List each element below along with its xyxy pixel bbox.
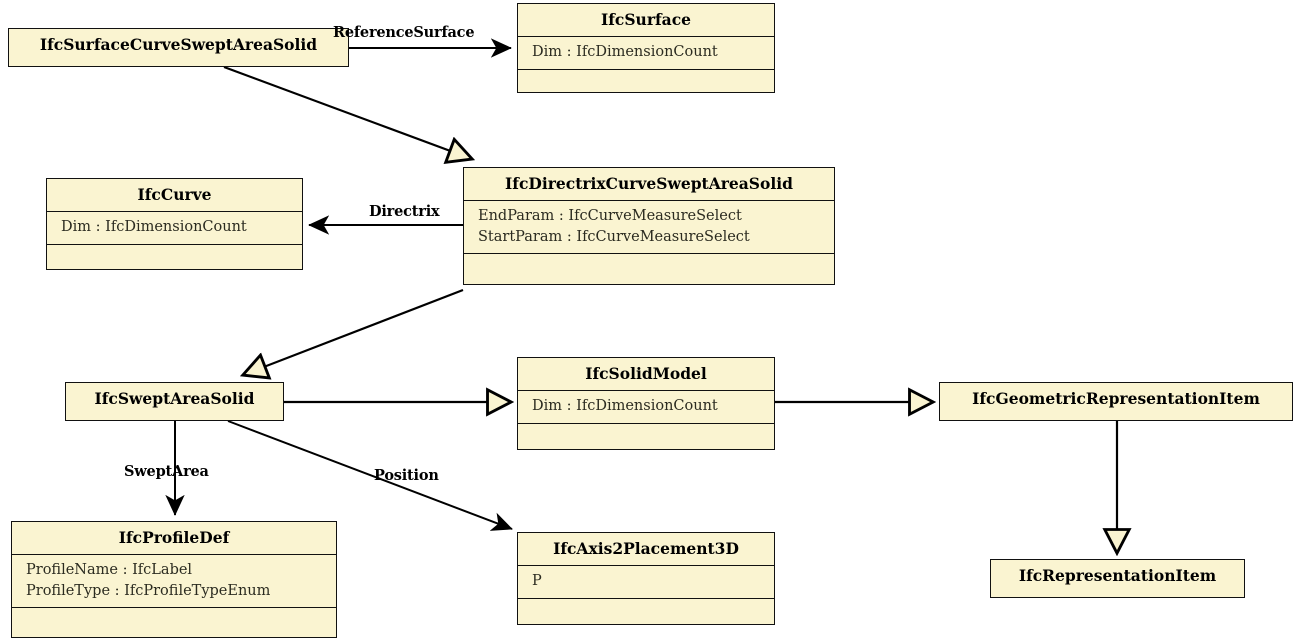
class-attributes-compartment: Dim : IfcDimensionCount: [518, 390, 774, 423]
class-name-label: IfcGeometricRepresentationItem: [972, 389, 1260, 408]
class-operations-compartment: [518, 422, 774, 443]
class-operations-compartment: [464, 253, 834, 274]
class-attributes-compartment: P: [518, 565, 774, 598]
class-title-compartment: IfcSurface: [518, 4, 774, 37]
class-name-label: IfcProfileDef: [118, 528, 230, 547]
class-title-compartment: IfcGeometricRepresentationItem: [940, 383, 1292, 416]
class-title-compartment: IfcSurfaceCurveSweptAreaSolid: [9, 29, 348, 62]
class-name-label: IfcSurfaceCurveSweptAreaSolid: [39, 35, 318, 54]
class-ifc-surface-curve-swept-area-solid[interactable]: IfcSurfaceCurveSweptAreaSolid: [8, 28, 349, 67]
edge-directrix-generalization: [243, 288, 464, 375]
class-attribute: Dim : IfcDimensionCount: [61, 219, 247, 236]
class-operations-compartment: [518, 597, 774, 618]
class-name-label: IfcCurve: [137, 185, 212, 204]
class-attribute: P: [532, 573, 542, 590]
class-name-label: IfcRepresentationItem: [1018, 566, 1217, 585]
class-attributes-compartment: Dim : IfcDimensionCount: [518, 36, 774, 69]
class-operations-compartment: [12, 607, 336, 628]
class-ifc-solid-model[interactable]: IfcSolidModel Dim : IfcDimensionCount: [517, 357, 775, 450]
class-ifc-curve[interactable]: IfcCurve Dim : IfcDimensionCount: [46, 178, 303, 270]
class-name-label: IfcSurface: [601, 10, 691, 29]
class-name-label: IfcAxis2Placement3D: [553, 539, 739, 558]
class-title-compartment: IfcCurve: [47, 179, 302, 212]
edge-label-directrix: Directrix: [369, 203, 440, 220]
class-title-compartment: IfcDirectrixCurveSweptAreaSolid: [464, 168, 834, 201]
class-attribute: ProfileName : IfcLabel: [26, 562, 193, 579]
edge-label-swept-area: SweptArea: [124, 463, 209, 480]
class-name-label: IfcSweptAreaSolid: [94, 389, 255, 408]
class-operations-compartment: [47, 243, 302, 264]
class-attribute: Dim : IfcDimensionCount: [532, 44, 718, 61]
class-attribute: Dim : IfcDimensionCount: [532, 398, 718, 415]
class-name-label: IfcSolidModel: [585, 364, 707, 383]
class-operations-compartment: [518, 68, 774, 89]
class-attribute: StartParam : IfcCurveMeasureSelect: [478, 228, 750, 245]
class-attribute: ProfileType : IfcProfileTypeEnum: [26, 582, 271, 599]
class-ifc-surface[interactable]: IfcSurface Dim : IfcDimensionCount: [517, 3, 775, 93]
edge-label-position: Position: [374, 467, 439, 484]
class-title-compartment: IfcProfileDef: [12, 522, 336, 555]
class-title-compartment: IfcSweptAreaSolid: [66, 383, 283, 416]
class-name-label: IfcDirectrixCurveSweptAreaSolid: [505, 174, 793, 193]
class-attributes-compartment: Dim : IfcDimensionCount: [47, 211, 302, 244]
class-title-compartment: IfcSolidModel: [518, 358, 774, 391]
class-title-compartment: IfcAxis2Placement3D: [518, 533, 774, 566]
class-attributes-compartment: EndParam : IfcCurveMeasureSelect StartPa…: [464, 200, 834, 254]
class-ifc-geometric-representation-item[interactable]: IfcGeometricRepresentationItem: [939, 382, 1293, 421]
edge-label-reference-surface: ReferenceSurface: [333, 24, 475, 41]
class-ifc-profile-def[interactable]: IfcProfileDef ProfileName : IfcLabel Pro…: [11, 521, 337, 638]
class-ifc-directrix-curve-swept-area-solid[interactable]: IfcDirectrixCurveSweptAreaSolid EndParam…: [463, 167, 835, 285]
class-ifc-swept-area-solid[interactable]: IfcSweptAreaSolid: [65, 382, 284, 421]
class-attribute: EndParam : IfcCurveMeasureSelect: [478, 208, 742, 225]
class-ifc-representation-item[interactable]: IfcRepresentationItem: [990, 559, 1245, 598]
class-ifc-axis2-placement-3d[interactable]: IfcAxis2Placement3D P: [517, 532, 775, 625]
class-title-compartment: IfcRepresentationItem: [991, 560, 1244, 593]
edge-position: [227, 420, 513, 531]
edge-surface-curve-generalization: [223, 65, 472, 159]
class-attributes-compartment: ProfileName : IfcLabel ProfileType : Ifc…: [12, 554, 336, 608]
